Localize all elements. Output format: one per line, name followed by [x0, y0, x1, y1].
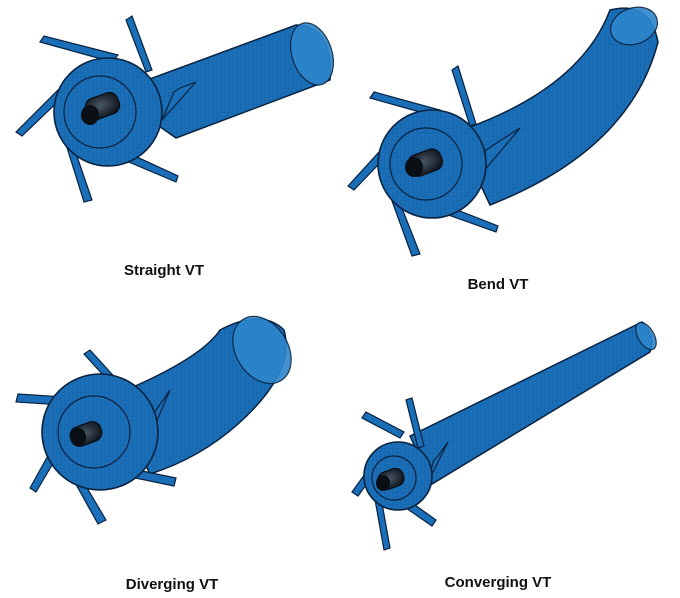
caption-straight-vt: Straight VT — [123, 262, 205, 279]
converging-vt-model — [351, 321, 657, 551]
straight-tube-end — [289, 22, 335, 86]
caption-bend-vt: Bend VT — [467, 276, 529, 293]
converging-inner-ring — [371, 455, 417, 501]
caption-converging-vt: Converging VT — [444, 574, 552, 591]
bend-inner-ring — [389, 127, 463, 201]
straight-inner-ring — [63, 75, 137, 149]
straight-vt-model — [15, 15, 335, 203]
diverging-inner-ring — [57, 395, 131, 469]
diverging-core-opening — [70, 428, 86, 446]
bend-core-opening — [405, 157, 423, 177]
diverging-vt-model — [15, 315, 292, 525]
converging-tube-end — [635, 321, 657, 351]
caption-diverging-vt: Diverging VT — [125, 576, 219, 593]
straight-core-opening — [81, 105, 99, 125]
converging-tube — [409, 321, 653, 486]
diverging-tube-end — [232, 315, 292, 385]
converging-core-opening — [376, 475, 390, 491]
bend-vt-model — [347, 6, 659, 257]
bend-tube-end — [610, 6, 658, 46]
